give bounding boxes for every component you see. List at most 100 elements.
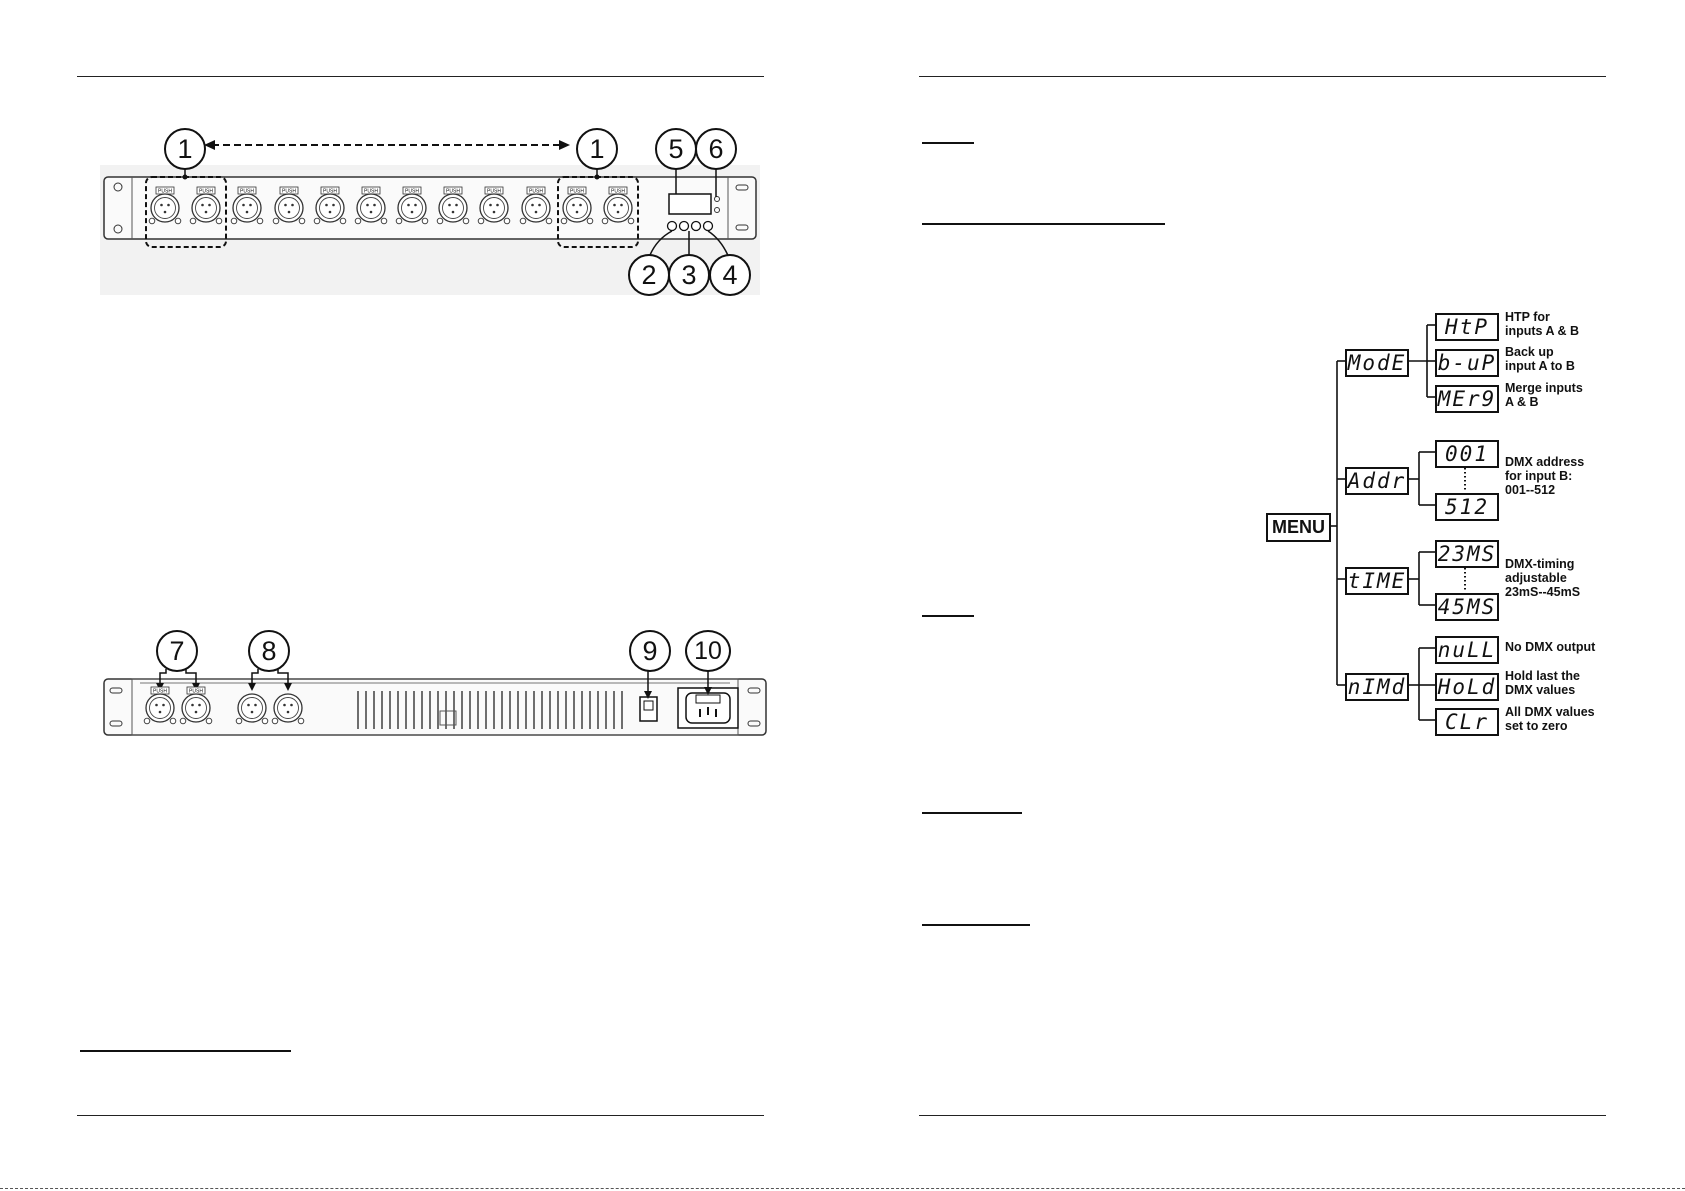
callout-10: 10	[685, 630, 731, 672]
lcd-hold: HoLd	[1435, 673, 1499, 701]
front-panel-drawing	[100, 140, 760, 295]
svg-text:PUSH: PUSH	[153, 689, 167, 695]
xlr-connector-front: PUSH	[601, 186, 635, 225]
xlr-connector-rear	[235, 693, 269, 725]
label-time-line3: 23mS--45mS	[1505, 585, 1581, 599]
callout-8: 8	[248, 630, 290, 672]
label-clr-line2: set to zero	[1505, 719, 1568, 733]
heading-underline-5	[922, 924, 1030, 926]
front-panel-figure: PUSH PUSH PUSH PUSH PUSH PUSH PUSH PUSH PUSH PUSH…	[100, 125, 760, 296]
label-addr: DMX address for input B: 001--512	[1505, 455, 1615, 497]
label-time-line1: DMX-timing	[1505, 557, 1575, 571]
label-time: DMX-timing adjustable 23mS--45mS	[1505, 557, 1615, 599]
rear-panel-drawing	[103, 669, 767, 736]
heading-underline-3	[922, 615, 974, 617]
label-htp-line2: inputs A & B	[1505, 324, 1580, 338]
label-backup-line2: input A to B	[1505, 359, 1575, 373]
lcd-addr-001: 001	[1435, 440, 1499, 468]
ellipsis-dots-time	[1464, 568, 1466, 592]
label-htp: HTP for inputs A & B	[1505, 310, 1615, 338]
header-rule	[77, 76, 764, 77]
label-merge: Merge inputs A & B	[1505, 381, 1615, 409]
label-clr-line1: All DMX values	[1505, 705, 1595, 719]
callout-2: 2	[628, 254, 670, 296]
xlr-connector-front: PUSH	[148, 186, 182, 225]
callout-7: 7	[156, 630, 198, 672]
xlr-connector-front: PUSH	[477, 186, 511, 225]
xlr-connector-front: PUSH	[189, 186, 223, 225]
svg-text:PUSH: PUSH	[158, 189, 172, 195]
svg-text:PUSH: PUSH	[611, 189, 625, 195]
svg-text:PUSH: PUSH	[570, 189, 584, 195]
label-hold-line1: Hold last the	[1505, 669, 1581, 683]
heading-underline-1	[922, 142, 974, 144]
footer-rule	[77, 1115, 764, 1116]
callout-5: 5	[655, 128, 697, 170]
ellipsis-dots-addr	[1464, 468, 1466, 492]
xlr-connector-rear: PUSH	[179, 686, 213, 725]
lcd-time: tIME	[1345, 567, 1409, 595]
lcd-htp: HtP	[1435, 313, 1499, 341]
xlr-connector-front: PUSH	[560, 186, 594, 225]
xlr-connector-front: PUSH	[313, 186, 347, 225]
label-hold: Hold last the DMX values	[1505, 669, 1615, 697]
lcd-time-max: 45MS	[1435, 593, 1499, 621]
label-backup: Back up input A to B	[1505, 345, 1615, 373]
label-addr-line2: for input B:	[1505, 469, 1573, 483]
page-bottom-cut-line	[0, 1188, 1685, 1189]
svg-text:PUSH: PUSH	[405, 189, 419, 195]
callout-9: 9	[629, 630, 671, 672]
svg-text:PUSH: PUSH	[189, 689, 203, 695]
xlr-connector-rear: PUSH	[143, 686, 177, 725]
label-null: No DMX output	[1505, 640, 1615, 654]
rear-panel-figure: PUSH PUSH 7 8 9 10	[100, 630, 770, 743]
svg-text:PUSH: PUSH	[282, 189, 296, 195]
callout-6: 6	[695, 128, 737, 170]
label-null-line1: No DMX output	[1505, 640, 1596, 654]
lcd-addr-512: 512	[1435, 493, 1499, 521]
front-xlr-connectors: PUSH PUSH PUSH PUSH PUSH PUSH PUSH PUSH PUSH PUSH…	[148, 186, 635, 225]
svg-text:PUSH: PUSH	[199, 189, 213, 195]
xlr-connector-rear	[271, 693, 305, 725]
callout-1-left: 1	[164, 128, 206, 170]
svg-text:PUSH: PUSH	[364, 189, 378, 195]
xlr-connector-front: PUSH	[395, 186, 429, 225]
lcd-null: nuLL	[1435, 636, 1499, 664]
label-time-line2: adjustable	[1505, 571, 1567, 585]
xlr-connector-front: PUSH	[230, 186, 264, 225]
section-heading-underline	[80, 1050, 291, 1052]
label-addr-line3: 001--512	[1505, 483, 1556, 497]
menu-root-box: MENU	[1266, 513, 1331, 542]
svg-text:PUSH: PUSH	[529, 189, 543, 195]
lcd-mode: ModE	[1345, 349, 1409, 377]
lcd-merge: MEr9	[1435, 385, 1499, 413]
lcd-clr: CLr	[1435, 708, 1499, 736]
heading-underline-2	[922, 223, 1165, 225]
svg-text:PUSH: PUSH	[446, 189, 460, 195]
lcd-nimd: nIMd	[1345, 673, 1409, 701]
label-backup-line1: Back up	[1505, 345, 1554, 359]
rear-xlr-connectors: PUSH PUSH	[143, 686, 305, 725]
callout-4: 4	[709, 254, 751, 296]
svg-text:PUSH: PUSH	[323, 189, 337, 195]
label-addr-line1: DMX address	[1505, 455, 1585, 469]
label-clr: All DMX values set to zero	[1505, 705, 1615, 733]
lcd-backup: b-uP	[1435, 349, 1499, 377]
xlr-connector-front: PUSH	[519, 186, 553, 225]
xlr-connector-front: PUSH	[436, 186, 470, 225]
label-merge-line1: Merge inputs	[1505, 381, 1583, 395]
svg-text:PUSH: PUSH	[487, 189, 501, 195]
heading-underline-4	[922, 812, 1022, 814]
right-page	[842, 0, 1685, 1191]
xlr-connector-front: PUSH	[272, 186, 306, 225]
label-merge-line2: A & B	[1505, 395, 1539, 409]
footer-rule	[919, 1115, 1606, 1116]
header-rule	[919, 76, 1606, 77]
label-hold-line2: DMX values	[1505, 683, 1576, 697]
lcd-time-min: 23MS	[1435, 540, 1499, 568]
xlr-connector-front: PUSH	[354, 186, 388, 225]
label-htp-line1: HTP for	[1505, 310, 1550, 324]
lcd-addr: Addr	[1345, 467, 1409, 495]
callout-1-right: 1	[576, 128, 618, 170]
